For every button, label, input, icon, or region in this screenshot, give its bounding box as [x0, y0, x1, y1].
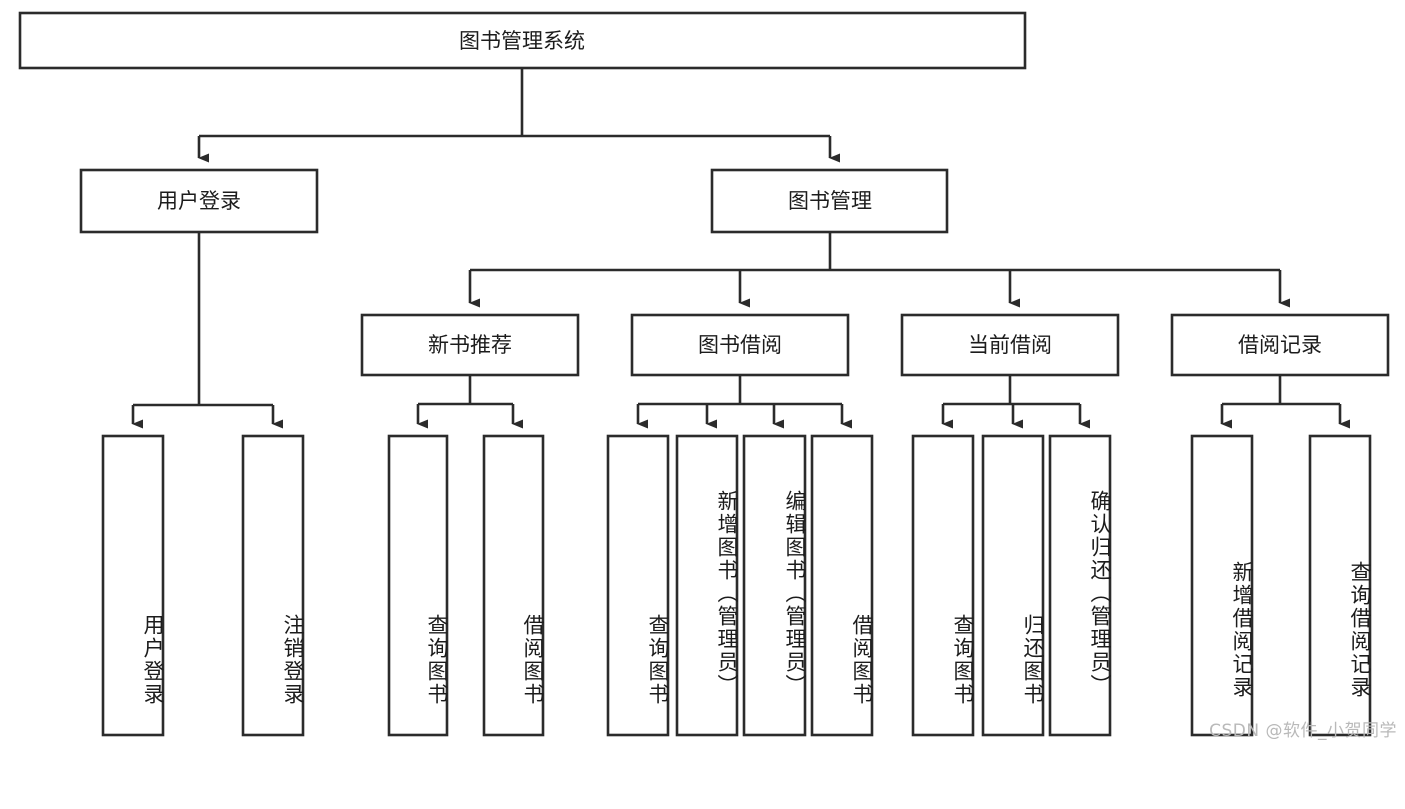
- node-leaf-query-book-rec-box[interactable]: [387, 434, 449, 737]
- node-leaf-borrow-book-box[interactable]: [810, 434, 874, 737]
- node-root[interactable]: 图书管理系统: [18, 11, 1027, 70]
- node-user-login[interactable]: 用户登录: [79, 168, 319, 234]
- node-new-book-rec[interactable]: 新书推荐: [360, 313, 580, 377]
- node-book-borrow-box[interactable]: [630, 313, 850, 377]
- node-leaf-edit-book-admin-box[interactable]: [742, 434, 807, 737]
- diagram-canvas: 图书管理系统 用户登录 图书管理 新书推荐 图书借阅 当前: [18, 11, 1397, 741]
- node-leaf-user-logout-box[interactable]: [241, 434, 305, 737]
- node-leaf-borrow-book-rec-box[interactable]: [482, 434, 545, 737]
- node-leaf-query-borrow-record-box[interactable]: [1308, 434, 1372, 737]
- node-user-login-box[interactable]: [79, 168, 319, 234]
- node-current-borrow-box[interactable]: [900, 313, 1120, 377]
- node-book-manage-box[interactable]: [710, 168, 949, 234]
- node-new-book-rec-box[interactable]: [360, 313, 580, 377]
- node-layer: 图书管理系统 用户登录 图书管理 新书推荐 图书借阅 当前: [18, 11, 1390, 737]
- connector-layer: [131, 68, 1350, 429]
- node-borrow-record[interactable]: 借阅记录: [1170, 313, 1390, 377]
- node-borrow-record-label: 借阅记录: [1238, 333, 1322, 357]
- node-leaf-query-book-borrow-box[interactable]: [606, 434, 670, 737]
- node-book-borrow-label: 图书借阅: [698, 333, 782, 357]
- node-new-book-rec-label: 新书推荐: [428, 333, 512, 357]
- csdn-watermark: CSDN @软件_小贺同学: [1209, 721, 1397, 741]
- node-book-manage[interactable]: 图书管理: [710, 168, 949, 234]
- node-leaf-add-borrow-record-box[interactable]: [1190, 434, 1254, 737]
- node-leaf-add-book-admin-box[interactable]: [675, 434, 739, 737]
- node-leaf-user-login-box[interactable]: [101, 434, 165, 737]
- node-leaf-confirm-return-admin-box[interactable]: [1048, 434, 1112, 737]
- node-root-label: 图书管理系统: [459, 29, 585, 53]
- node-user-login-label: 用户登录: [157, 189, 241, 213]
- node-leaf-return-book-box[interactable]: [981, 434, 1045, 737]
- node-current-borrow[interactable]: 当前借阅: [900, 313, 1120, 377]
- tree-diagram-svg: 图书管理系统 用户登录 图书管理 新书推荐 图书借阅 当前: [18, 11, 1390, 737]
- node-book-borrow[interactable]: 图书借阅: [630, 313, 850, 377]
- node-root-box[interactable]: [18, 11, 1027, 70]
- node-book-manage-label: 图书管理: [788, 189, 872, 213]
- node-current-borrow-label: 当前借阅: [968, 333, 1052, 357]
- node-leaf-query-book-current-box[interactable]: [911, 434, 975, 737]
- node-borrow-record-box[interactable]: [1170, 313, 1390, 377]
